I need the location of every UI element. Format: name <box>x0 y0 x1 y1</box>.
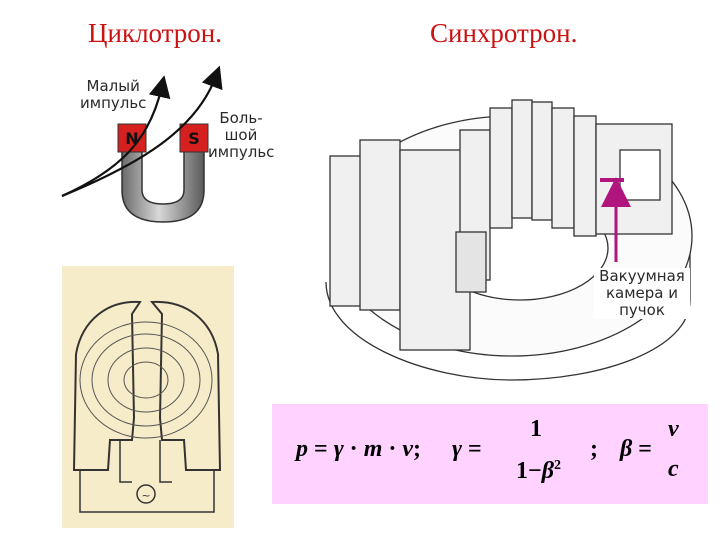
beta-lhs: β = <box>620 436 652 463</box>
big-impulse-line-2: шой <box>208 127 274 144</box>
formula-beta-1: β <box>542 458 554 484</box>
formula-one-minus: 1− <box>516 458 542 484</box>
small-impulse-line-2: импульс <box>80 95 146 112</box>
formula-eq-2: = <box>468 436 482 462</box>
formula-v-2: v <box>668 416 679 442</box>
formula-semi-1: ; <box>413 436 421 462</box>
gamma-lhs: γ = <box>452 436 482 463</box>
formula-dot-1: · <box>350 436 358 462</box>
formula-square: 2 <box>554 458 561 473</box>
vacuum-chamber-label: Вакуумная камера и пучок <box>594 268 690 319</box>
small-impulse-line-1: Малый <box>80 78 146 95</box>
vacuum-chamber-line-2: камера и <box>594 285 690 302</box>
gamma-numerator: 1 <box>530 416 542 443</box>
formula-dot-2: · <box>388 436 396 462</box>
small-impulse-label: Малый импульс <box>80 78 146 112</box>
momentum-formula: p = γ · m · v; <box>296 436 421 463</box>
gamma-denominator: 1−β2 <box>516 458 561 485</box>
formula-beta-2: β <box>620 436 632 462</box>
formula-semi-2: ; <box>590 436 598 463</box>
formula-m: m <box>364 436 383 462</box>
beta-numerator: v <box>668 416 679 443</box>
formula-v: v <box>402 436 413 462</box>
pole-s-label: S <box>188 129 200 148</box>
formula-p: p <box>296 436 308 462</box>
big-impulse-line-3: импульс <box>208 144 274 161</box>
cyclotron-drawing: ~ <box>62 266 234 528</box>
formula-gamma-2: γ <box>452 436 462 462</box>
big-impulse-label: Боль- шой импульс <box>208 110 274 161</box>
formula-c: c <box>668 456 679 482</box>
formula-eq-3: = <box>638 436 652 462</box>
synchrotron-ring <box>326 100 692 380</box>
pole-n-label: N <box>125 129 138 148</box>
formula-gamma-1: γ <box>334 436 344 462</box>
formula-eq-1: = <box>314 436 328 462</box>
vacuum-chamber-line-1: Вакуумная <box>594 268 690 285</box>
svg-text:~: ~ <box>141 489 150 502</box>
big-impulse-line-1: Боль- <box>208 110 274 127</box>
vacuum-chamber-line-3: пучок <box>594 302 690 319</box>
beta-denominator: c <box>668 456 679 483</box>
